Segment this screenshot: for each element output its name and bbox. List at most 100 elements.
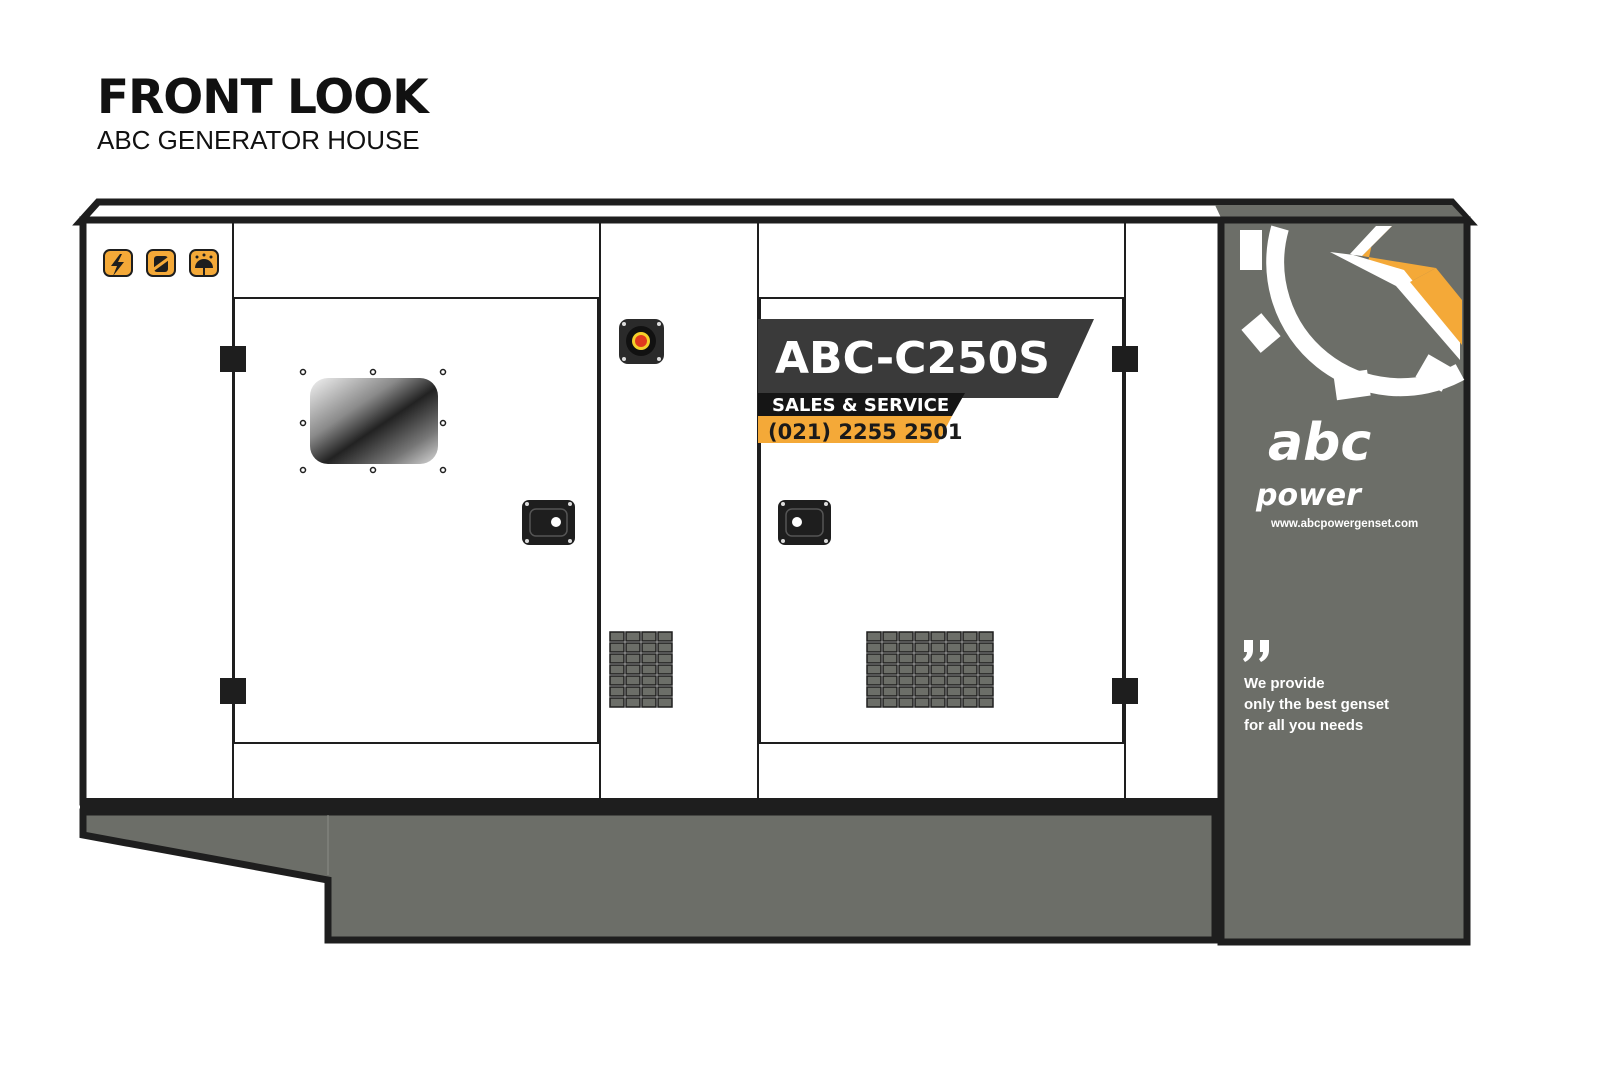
vent-slot [866, 675, 882, 686]
vent-slot [609, 697, 625, 708]
keep-dry-umbrella-icon [189, 249, 219, 277]
vent-slot [641, 653, 657, 664]
vent-slot [978, 686, 994, 697]
page-subtitle: ABC GENERATOR HOUSE [97, 125, 420, 155]
phone-number: (021) 2255 2501 [768, 420, 963, 444]
vent-slot [914, 653, 930, 664]
vent-slot [962, 686, 978, 697]
vent-slot [914, 642, 930, 653]
vent-slot [625, 664, 641, 675]
vent-slot [625, 631, 641, 642]
vent-slot [882, 631, 898, 642]
vent-slot [657, 686, 673, 697]
website-url[interactable]: www.abcpowergenset.com [1270, 518, 1418, 530]
vent-slot [641, 664, 657, 675]
vent-slot [946, 675, 962, 686]
vent-slot [946, 697, 962, 708]
vent-slot [930, 642, 946, 653]
vent-slot [641, 675, 657, 686]
vent-slot [641, 686, 657, 697]
vent-slot [898, 664, 914, 675]
right-vent-grille [866, 631, 994, 708]
vent-slot [914, 664, 930, 675]
sales-service-text: SALES & SERVICE [772, 395, 949, 416]
vent-slot [898, 642, 914, 653]
vent-slot [914, 675, 930, 686]
vent-slot [914, 686, 930, 697]
vent-slot [946, 642, 962, 653]
quote-line-1: We provide [1244, 675, 1325, 692]
vent-slot [978, 631, 994, 642]
no-touch-hand-icon [146, 249, 176, 277]
vent-slot [609, 675, 625, 686]
vent-slot [930, 686, 946, 697]
warning-icons [103, 249, 219, 277]
logo-power: power [1255, 478, 1363, 513]
inspection-window [299, 368, 447, 474]
left-door-handle[interactable] [522, 500, 575, 545]
gear-bolt-logo [1240, 225, 1465, 401]
vent-slot [962, 631, 978, 642]
model-label: ABC-C250S SALES & SERVICE (021) 2255 250… [758, 319, 1094, 444]
vent-slot [641, 697, 657, 708]
vent-slot [625, 686, 641, 697]
door-hinges [220, 346, 1138, 704]
vent-slot [962, 675, 978, 686]
vent-slot [978, 675, 994, 686]
left-door[interactable] [233, 297, 599, 744]
emergency-stop-button[interactable] [619, 319, 664, 364]
vent-slot [978, 642, 994, 653]
vent-slot [946, 653, 962, 664]
vent-slot [641, 631, 657, 642]
vent-slot [930, 664, 946, 675]
vent-slot [978, 697, 994, 708]
quote-line-2: only the best genset [1244, 696, 1389, 713]
vent-slot [914, 697, 930, 708]
vent-slot [962, 642, 978, 653]
vent-slot [898, 675, 914, 686]
vent-slot [657, 664, 673, 675]
page-title: FRONT LOOK [97, 70, 429, 125]
vent-slot [946, 686, 962, 697]
vent-slot [962, 697, 978, 708]
vent-slot [866, 664, 882, 675]
vent-slot [866, 686, 882, 697]
quote-line-3: for all you needs [1244, 717, 1363, 734]
high-voltage-icon [103, 249, 133, 277]
vent-slot [978, 653, 994, 664]
vent-slot [898, 653, 914, 664]
vent-slot [930, 653, 946, 664]
vent-slot [882, 642, 898, 653]
vent-slot [657, 697, 673, 708]
vent-slot [930, 631, 946, 642]
right-door-handle[interactable] [778, 500, 831, 545]
vent-slot [882, 675, 898, 686]
vent-slot [914, 631, 930, 642]
quote-icon [1243, 640, 1269, 662]
logo-abc: abc [1268, 413, 1371, 473]
vent-slot [625, 697, 641, 708]
vent-slot [962, 653, 978, 664]
vent-slot [609, 642, 625, 653]
vent-slot [946, 664, 962, 675]
vent-slot [962, 664, 978, 675]
vent-slot [978, 664, 994, 675]
vent-slot [609, 664, 625, 675]
vent-slot [882, 686, 898, 697]
vent-slot [930, 697, 946, 708]
vent-slot [625, 642, 641, 653]
vent-slot [930, 675, 946, 686]
vent-slot [898, 631, 914, 642]
vent-slot [657, 631, 673, 642]
vent-slot [866, 697, 882, 708]
vent-slot [625, 653, 641, 664]
vent-slot [609, 631, 625, 642]
vent-slot [657, 675, 673, 686]
center-vent-grille [609, 631, 673, 708]
vent-slot [609, 653, 625, 664]
vent-slot [609, 686, 625, 697]
vent-slot [898, 686, 914, 697]
vent-slot [898, 697, 914, 708]
vent-slot [866, 631, 882, 642]
